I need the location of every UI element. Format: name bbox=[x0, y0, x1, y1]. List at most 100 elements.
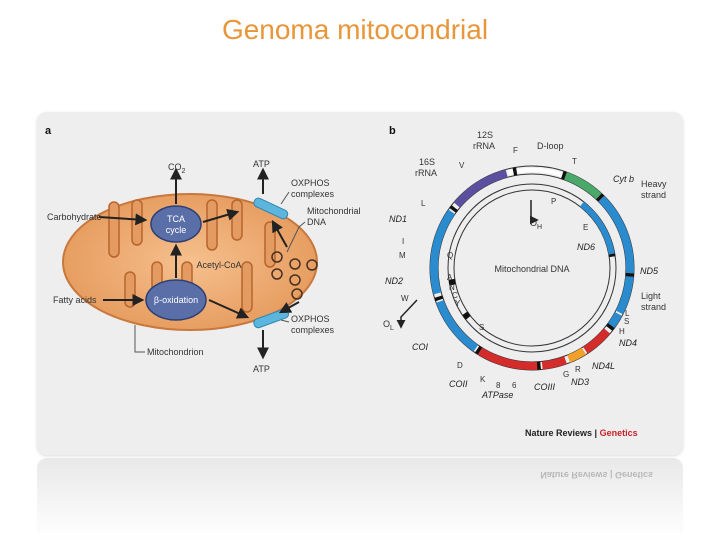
slide-title: Genoma mitocondrial bbox=[221, 14, 489, 45]
carbohydrate-label: Carbohydrate bbox=[47, 212, 102, 222]
trna-tick-8 bbox=[561, 170, 567, 180]
gene-nd5: ND5 bbox=[640, 266, 659, 276]
mtdna-center-label: Mitochondrial DNA bbox=[494, 264, 569, 274]
oxphos-complex-top bbox=[253, 197, 289, 220]
trna-l1: L bbox=[421, 199, 426, 208]
trna-i: I bbox=[402, 237, 404, 246]
acetyl-coa-label: Acetyl-CoA bbox=[196, 260, 241, 270]
oxphos-top-label-1: OXPHOS bbox=[291, 178, 330, 188]
gene-nd4l: ND4L bbox=[592, 361, 615, 371]
arrow-carbohydrate bbox=[98, 213, 148, 226]
trna-e: E bbox=[583, 223, 588, 232]
trna-q: Q bbox=[447, 251, 453, 260]
gene-coi: COI bbox=[412, 342, 429, 352]
trna-a: A bbox=[447, 273, 453, 282]
trna-tick-2 bbox=[434, 295, 444, 302]
light-strand-ring-outer bbox=[447, 183, 617, 353]
arc-nd6 bbox=[579, 201, 615, 255]
trna-l2: L bbox=[625, 309, 630, 318]
light-strand-label-1: Light bbox=[641, 291, 661, 301]
trna-tick-7 bbox=[596, 193, 605, 202]
credit-journal: Nature Reviews | Genetics bbox=[525, 428, 638, 438]
gene-atpase: ATPase bbox=[481, 390, 513, 400]
heavy-strand-label-1: Heavy bbox=[641, 179, 667, 189]
arc-nd5 bbox=[598, 195, 634, 274]
tca-label-1: TCA bbox=[167, 214, 185, 224]
gene-coiii: COIII bbox=[534, 382, 556, 392]
oxphos-top-label-2: complexes bbox=[291, 189, 335, 199]
trna-c: C bbox=[452, 291, 458, 300]
trna-a6: 6 bbox=[512, 381, 517, 390]
trna-f: F bbox=[513, 146, 518, 155]
trna-p: P bbox=[551, 197, 556, 206]
heavy-strand-label-2: strand bbox=[641, 190, 666, 200]
ol-label: OL bbox=[383, 319, 394, 332]
heavy-strand-ring-inner bbox=[437, 173, 627, 363]
oxphos-bottom-label-2: complexes bbox=[291, 325, 335, 335]
gene-nd4: ND4 bbox=[619, 338, 637, 348]
gene-nd6: ND6 bbox=[577, 242, 595, 252]
trna-d: D bbox=[457, 361, 463, 370]
trna-tick-light-ancy bbox=[448, 278, 456, 286]
figure-svg: a TCA cycle β-oxidation Acetyl-CoA bbox=[45, 125, 667, 438]
reflection-text: Nature Reviews | Genetics bbox=[540, 470, 653, 480]
panel-a-letter: a bbox=[45, 125, 52, 137]
tca-cycle-node bbox=[150, 205, 202, 243]
arrow-dna-to-oxphos-bottom bbox=[278, 301, 300, 314]
trna-m: M bbox=[399, 251, 406, 260]
d-loop-label: D-loop bbox=[537, 141, 564, 151]
trna-n: N bbox=[449, 283, 455, 292]
mitochondrion-label: Mitochondrion bbox=[147, 347, 204, 357]
rrna16-label-1: 16S bbox=[419, 157, 435, 167]
arc-16s-rrna bbox=[453, 169, 508, 208]
trna-y: Y bbox=[455, 299, 461, 308]
light-strand-genes bbox=[448, 201, 616, 320]
beta-oxidation-label: β-oxidation bbox=[154, 295, 198, 305]
arc-coiii bbox=[583, 328, 611, 354]
gene-nd3: ND3 bbox=[571, 377, 589, 387]
trna-tick-5 bbox=[606, 323, 615, 331]
arc-nd2 bbox=[436, 300, 479, 352]
gene-nd2: ND2 bbox=[385, 276, 403, 286]
mito-dna-label-1: Mitochondrial bbox=[307, 206, 361, 216]
trna-v: V bbox=[459, 161, 465, 170]
arc-coii bbox=[541, 356, 567, 370]
mtdna-circles bbox=[271, 251, 318, 300]
trna-s2: S bbox=[624, 317, 629, 326]
ol-origin-arrow bbox=[396, 299, 418, 329]
trna-w: W bbox=[401, 294, 409, 303]
arrow-dna-to-oxphos-top bbox=[271, 219, 288, 248]
beta-oxidation-node bbox=[145, 279, 207, 321]
trna-a8: 8 bbox=[496, 381, 501, 390]
arc-nd1 bbox=[430, 209, 456, 295]
rrna12-label-1: 12S bbox=[477, 130, 493, 140]
co2-label: CO2 bbox=[168, 162, 186, 175]
atp-top-label: ATP bbox=[253, 159, 270, 169]
trna-tick-1 bbox=[449, 205, 458, 213]
figure-card: a TCA cycle β-oxidation Acetyl-CoA bbox=[37, 112, 683, 455]
arc-cytb bbox=[564, 172, 602, 200]
oh-label: OH bbox=[530, 218, 542, 231]
rrna16-label-2: rRNA bbox=[415, 168, 437, 178]
light-strand-ring-inner bbox=[453, 189, 611, 347]
gene-cytb: Cyt b bbox=[613, 174, 634, 184]
trna-s1: S bbox=[479, 323, 484, 332]
arc-d-loop bbox=[507, 168, 563, 177]
trna-r: R bbox=[575, 365, 581, 374]
trna-t: T bbox=[572, 157, 577, 166]
gene-nd1: ND1 bbox=[389, 214, 407, 224]
heavy-strand-genes bbox=[430, 167, 634, 370]
arc-coi bbox=[477, 347, 541, 370]
rrna12-label-2: rRNA bbox=[473, 141, 495, 151]
oh-origin-arrow bbox=[529, 200, 539, 225]
trna-tick-3 bbox=[474, 345, 483, 355]
mito-dna-label-2: DNA bbox=[307, 217, 326, 227]
arc-atpase bbox=[567, 347, 587, 363]
trna-tick-light-q bbox=[462, 311, 471, 320]
figure-reflection: Nature Reviews | Genetics bbox=[37, 458, 683, 540]
arc-nd4 bbox=[615, 276, 634, 315]
trna-tick-0 bbox=[512, 167, 518, 176]
arrow-beta-to-oxphos bbox=[208, 299, 250, 319]
tca-label-2: cycle bbox=[166, 225, 187, 235]
light-strand-label-2: strand bbox=[641, 302, 666, 312]
